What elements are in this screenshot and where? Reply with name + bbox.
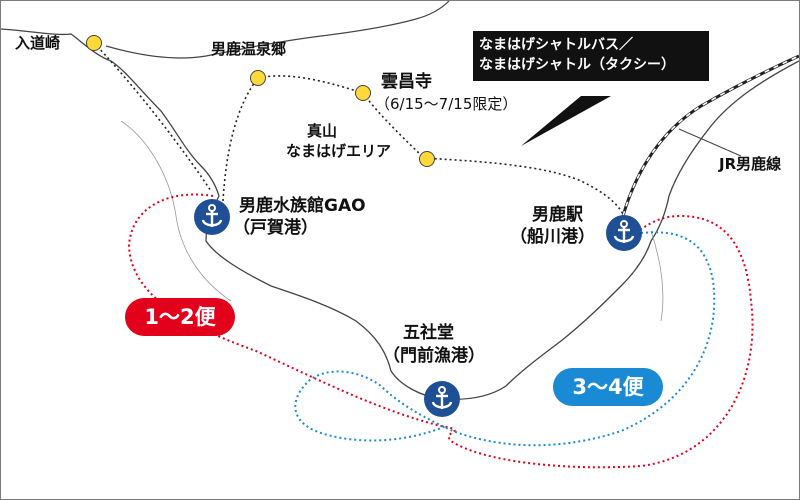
- anchor-icon: [613, 220, 635, 243]
- label-gao-1: 男鹿水族館GAO: [239, 196, 366, 216]
- anchor-icon: [201, 204, 223, 227]
- label-oga-station-2: （船川港）: [510, 227, 595, 247]
- label-oga-onsen: 男鹿温泉郷: [211, 40, 287, 58]
- port-gosyado-badge: [424, 381, 460, 417]
- north-coast: [105, 1, 450, 59]
- stop-nyudouzaki-dot: [86, 35, 102, 51]
- jr-line-dash: [622, 55, 799, 217]
- route-pill-red: 1〜2便: [125, 298, 235, 336]
- inland-contour: [120, 120, 232, 302]
- port-oga-station-badge: [606, 215, 642, 251]
- label-gosyado-2: （門前漁港）: [383, 346, 485, 366]
- label-gao-2: （戸賀港）: [233, 218, 318, 238]
- stop-shinzan-dot: [419, 151, 435, 167]
- label-unshoji: 雲昌寺: [381, 72, 432, 92]
- callout-pointer: [521, 96, 611, 146]
- inland-contour: [650, 230, 664, 322]
- shuttle-callout: なまはげシャトルバス／ なまはげシャトル（タクシー）: [473, 31, 709, 81]
- route-pill-blue: 3〜4便: [553, 368, 663, 406]
- label-gosyado-1: 五社堂: [403, 323, 454, 343]
- label-unshoji-period: （6/15〜7/15限定）: [375, 95, 518, 113]
- blue-route: [294, 231, 716, 447]
- coastline: [1, 28, 799, 401]
- stop-oga-onsen-dot: [250, 70, 266, 86]
- label-shinzan-2: なまはげエリア: [286, 142, 392, 160]
- callout-line-2: なまはげシャトル（タクシー）: [479, 57, 675, 73]
- label-oga-station-1: 男鹿駅: [532, 205, 583, 225]
- jr-leader: [678, 128, 742, 157]
- label-shinzan-1: 真山: [307, 122, 338, 140]
- label-jr-line: JR男鹿線: [719, 155, 782, 173]
- port-gao-badge: [194, 199, 230, 235]
- stop-unshoji-dot: [355, 85, 371, 101]
- anchor-icon: [431, 386, 453, 409]
- label-nyudouzaki: 入道崎: [15, 34, 61, 52]
- callout-line-1: なまはげシャトルバス／: [479, 37, 633, 53]
- shuttle-route: [93, 42, 626, 220]
